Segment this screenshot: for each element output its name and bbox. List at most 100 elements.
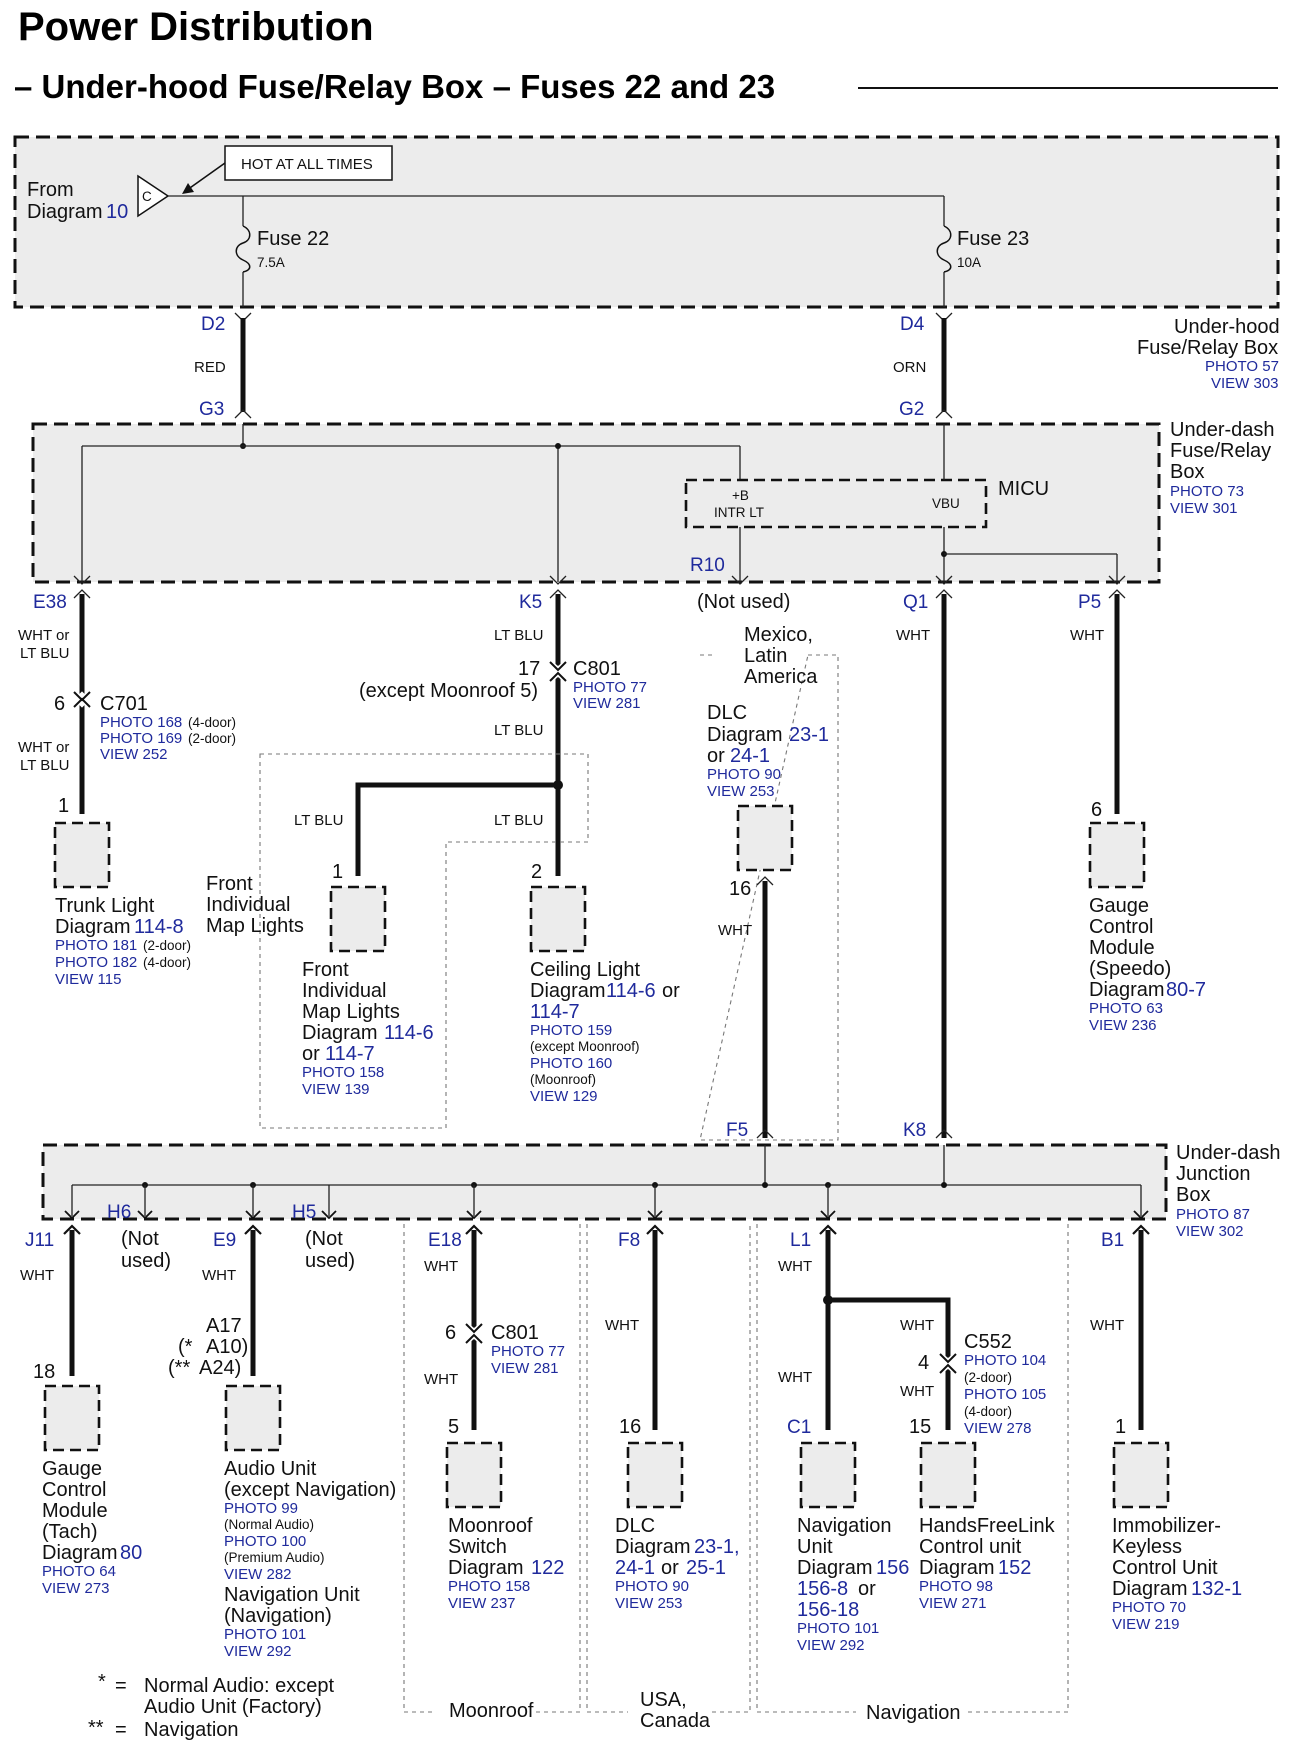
audio-mark1: (* <box>178 1336 193 1358</box>
pin-b1: B1 <box>1101 1230 1124 1251</box>
ceiling-num1: 114-6 <box>606 980 656 1002</box>
gauge-tach-l2: Control <box>42 1479 106 1501</box>
dlc-bottom-label: DLC <box>615 1515 655 1537</box>
group-navigation: Navigation <box>866 1702 961 1724</box>
audio-l3: Navigation Unit <box>224 1584 360 1606</box>
from-diagram-num: 10 <box>106 201 128 223</box>
hfl-num: 152 <box>998 1557 1031 1579</box>
fuse23-rating: 10A <box>957 255 981 270</box>
gauge-speedo-component <box>1088 821 1146 889</box>
maplights-pin: 1 <box>332 861 343 883</box>
dlc-bottom-num2: 24-1 <box>615 1557 655 1579</box>
not-used-h5-l2: used) <box>305 1250 355 1272</box>
trunk-view: VIEW 115 <box>55 971 121 988</box>
wire-e18-bot: WHT <box>424 1371 458 1388</box>
from-label: From <box>27 179 74 201</box>
page-subtitle: – Under-hood Fuse/Relay Box – Fuses 22 a… <box>14 68 775 105</box>
maplights-diagram: Diagram <box>302 1022 378 1044</box>
immob-pin: 1 <box>1115 1416 1126 1438</box>
c801-name: C801 <box>573 658 621 680</box>
navigation-group-outline <box>756 1224 1069 1713</box>
audio-view: VIEW 282 <box>224 1566 292 1583</box>
ceiling-pin: 2 <box>531 861 542 883</box>
underdash-box-view: VIEW 301 <box>1170 500 1238 517</box>
gauge-speedo-diagram: Diagram <box>1089 979 1165 1001</box>
wire-e38-bot2: LT BLU <box>20 757 69 774</box>
fuse22-rating: 7.5A <box>257 255 285 270</box>
not-used-h5-l1: (Not <box>305 1228 343 1250</box>
underdash-box-label2: Fuse/Relay <box>1170 440 1271 462</box>
legend-eq1: = <box>115 1675 127 1697</box>
pin-h6: H6 <box>107 1202 131 1223</box>
audio-photo1-note: (Normal Audio) <box>224 1517 314 1532</box>
moonroof-group-outline <box>403 1224 581 1713</box>
not-used-h6-l1: (Not <box>121 1228 159 1250</box>
wire-e18-top: WHT <box>424 1258 458 1275</box>
immob-photo: PHOTO 70 <box>1112 1599 1186 1616</box>
underhood-box-view: VIEW 303 <box>1211 375 1279 392</box>
trunk-photo1: PHOTO 181 <box>55 937 137 954</box>
front-map-group-l2: Individual <box>206 894 291 916</box>
map-lights-group-outline <box>259 753 589 1129</box>
maplights-label1: Front <box>302 959 349 981</box>
c552-pin: 4 <box>918 1352 929 1374</box>
hfl-l2: Control unit <box>919 1536 1022 1558</box>
dlc-top-diagram: Diagram <box>707 724 783 746</box>
pin-h5: H5 <box>292 1202 316 1223</box>
dlc-top-pin: 16 <box>729 878 751 900</box>
pin-j11: J11 <box>25 1230 54 1251</box>
hfl-diagram: Diagram <box>919 1557 995 1579</box>
c701-pin: 6 <box>54 693 65 715</box>
gauge-tach-pin: 18 <box>33 1361 55 1383</box>
gauge-speedo-l4: (Speedo) <box>1089 958 1171 980</box>
c801-pin: 17 <box>518 658 540 680</box>
moonroof-sw-num: 122 <box>531 1557 564 1579</box>
dlc-top-photo: PHOTO 90 <box>707 766 781 783</box>
c701-name: C701 <box>100 693 148 715</box>
legend-line1b: Audio Unit (Factory) <box>144 1696 322 1718</box>
audio-l2: (except Navigation) <box>224 1479 396 1501</box>
group-usa-l1: USA, <box>640 1689 687 1711</box>
wire-k5-mid: LT BLU <box>494 722 543 739</box>
wire-p5: WHT <box>1070 627 1104 644</box>
audio-view2: VIEW 292 <box>224 1643 292 1660</box>
audio-photo2: PHOTO 100 <box>224 1533 306 1550</box>
pin-k8: K8 <box>903 1120 926 1141</box>
pin-e38: E38 <box>33 592 67 613</box>
c701-photo1-note: (4-door) <box>188 715 236 730</box>
gauge-tach-view: VIEW 273 <box>42 1580 110 1597</box>
immob-l1: Immobilizer- <box>1112 1515 1221 1537</box>
nav-or: or <box>858 1578 876 1600</box>
from-diagram-label: Diagram <box>27 201 103 223</box>
handsfreelink-component <box>919 1441 977 1509</box>
underdash-box-photo: PHOTO 73 <box>1170 483 1244 500</box>
immob-l2: Keyless <box>1112 1536 1182 1558</box>
ceiling-photo1: PHOTO 159 <box>530 1022 612 1039</box>
maplights-or: or <box>302 1043 320 1065</box>
pin-d2: D2 <box>201 314 225 335</box>
ceiling-view: VIEW 129 <box>530 1088 598 1105</box>
wire-q1: WHT <box>896 627 930 644</box>
immob-num: 132-1 <box>1191 1578 1242 1600</box>
c801b-pin: 6 <box>445 1322 456 1344</box>
wire-j11: WHT <box>20 1267 54 1284</box>
gauge-speedo-num: 80-7 <box>1166 979 1206 1001</box>
wire-dlc-top: WHT <box>718 922 752 939</box>
underdash-box-label: Under-dash <box>1170 419 1275 441</box>
pin-f5: F5 <box>726 1120 748 1141</box>
maplights-label3: Map Lights <box>302 1001 400 1023</box>
c801b-connector <box>465 1323 483 1344</box>
pin-g3: G3 <box>199 399 224 420</box>
junction-box-l3: Box <box>1176 1184 1210 1206</box>
ceiling-light-component <box>529 885 587 953</box>
dlc-top-num1: 23-1 <box>789 724 829 746</box>
c801-photo: PHOTO 77 <box>573 679 647 696</box>
c701-connector <box>71 691 93 708</box>
underdash-fuse-box <box>31 422 1161 584</box>
wire-red: RED <box>194 359 226 376</box>
front-map-group-l1: Front <box>206 873 253 895</box>
underdash-box-label3: Box <box>1170 461 1204 483</box>
c701-view: VIEW 252 <box>100 746 168 763</box>
nav-num3: 156-18 <box>797 1599 859 1621</box>
maplights-num2: 114-7 <box>325 1043 375 1065</box>
